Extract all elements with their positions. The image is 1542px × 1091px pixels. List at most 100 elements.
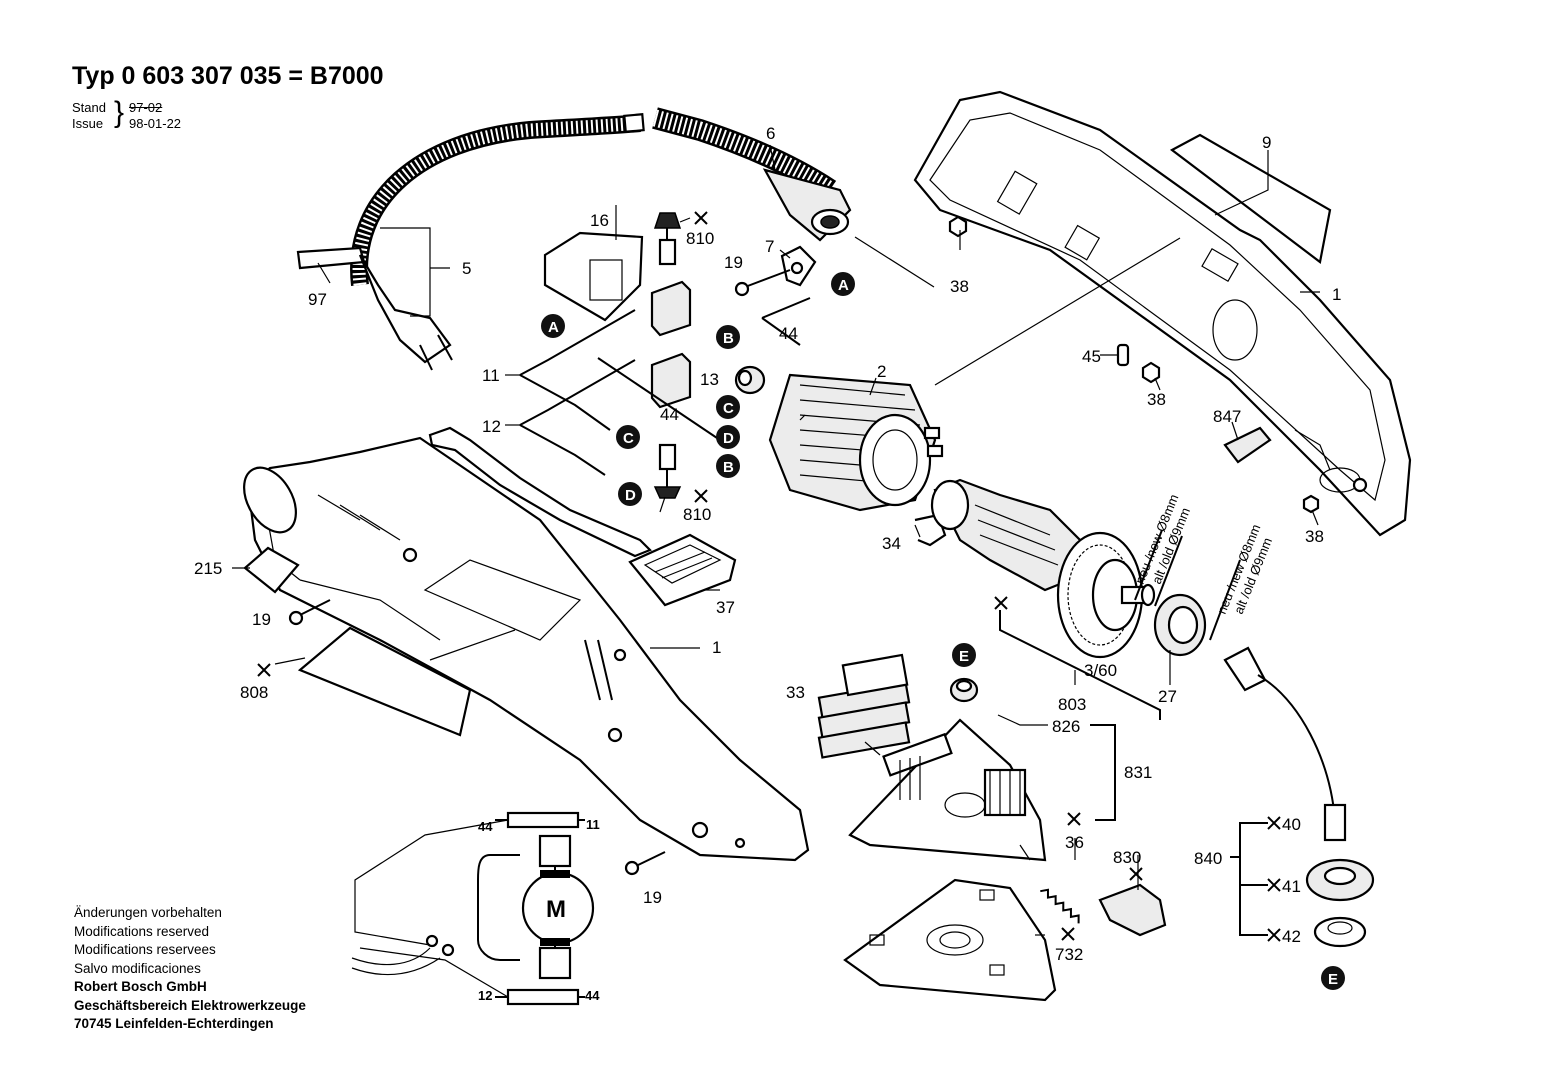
label-27: 27: [1158, 687, 1177, 706]
label-7: 7: [765, 237, 774, 256]
label-808: 808: [240, 683, 268, 702]
callout-c-2: C: [616, 425, 640, 449]
callout-e-1: E: [952, 643, 976, 667]
label-12: 12: [482, 417, 501, 436]
callout-circles: A A B B C C D D E E: [541, 272, 1345, 990]
label-19-a: 19: [724, 253, 743, 272]
label-44-a: 44: [779, 324, 798, 343]
stand-value: 97-02: [129, 100, 163, 115]
brush-holder-16: [543, 231, 644, 322]
label-41: 41: [1282, 877, 1301, 896]
wire-44-connectors: [597, 297, 811, 441]
issue-label: Issue: [72, 116, 104, 131]
label-42: 42: [1282, 927, 1301, 946]
label-38-a: 38: [950, 277, 969, 296]
callout-a-1: A: [831, 272, 855, 296]
issue-value: 98-01-22: [129, 116, 182, 131]
label-44-b: 44: [660, 405, 679, 424]
eccentric-shaft-40: [1223, 646, 1347, 842]
svg-text:E: E: [1328, 971, 1338, 988]
bracket-840: [1230, 822, 1268, 936]
motor-label: M: [546, 896, 566, 923]
callout-b-1: B: [716, 325, 740, 349]
company-name: Robert Bosch GmbH: [74, 979, 207, 994]
footer-line-4: Salvo modificaciones: [74, 960, 201, 976]
wiring-schematic: M 44 11 12 44: [351, 811, 600, 1006]
brush-box-44-top: [650, 280, 692, 337]
switch-rod-37: [428, 426, 737, 607]
company-division: Geschäftsbereich Elektrowerkzeuge: [74, 997, 306, 1013]
svg-text:E: E: [959, 648, 969, 665]
schematic-12: 12: [478, 988, 492, 1003]
callout-e-2: E: [1321, 966, 1345, 990]
svg-text:C: C: [723, 400, 734, 417]
sanding-pad-732: [843, 878, 1057, 1002]
schematic-44-bottom: 44: [585, 988, 600, 1003]
sanding-plate-36: [848, 718, 1047, 862]
x-marks: [257, 211, 1281, 942]
svg-text:A: A: [838, 277, 849, 294]
svg-text:A: A: [548, 319, 559, 336]
wire-12: [519, 359, 636, 476]
housing-half-upper: [913, 90, 1412, 537]
wire-11: [519, 309, 636, 431]
schematic-brush-bottom: [506, 988, 580, 1006]
callout-d-1: D: [716, 425, 740, 449]
footer-line-3: Modifications reservees: [74, 942, 216, 957]
label-37: 37: [716, 598, 735, 617]
label-16: 16: [590, 211, 609, 230]
label-732: 732: [1055, 945, 1083, 964]
label-826: 826: [1052, 717, 1080, 736]
label-810-b: 810: [683, 505, 711, 524]
label-847: 847: [1213, 407, 1241, 426]
footer-notes: Änderungen vorbehalten Modifications res…: [74, 904, 306, 1034]
label-3-60: 3/60: [1084, 661, 1117, 680]
label-34: 34: [882, 534, 901, 553]
label-38-c: 38: [1305, 527, 1324, 546]
label-808: [297, 626, 472, 737]
nut-38-b: [1141, 361, 1161, 384]
label-33: 33: [786, 683, 805, 702]
svg-text:D: D: [625, 487, 636, 504]
label-36: 36: [1065, 833, 1084, 852]
svg-text:D: D: [723, 430, 734, 447]
schematic-44-top: 44: [478, 819, 493, 834]
cable-clamp-7: [780, 245, 817, 287]
nut-38-c: [1302, 494, 1320, 514]
svg-text:B: B: [723, 330, 734, 347]
footer-line-2: Modifications reserved: [74, 923, 210, 939]
label-45: 45: [1082, 347, 1101, 366]
damper-33: [817, 653, 911, 759]
schematic-brush-top: [506, 811, 580, 829]
screw-19-lower-front: [288, 599, 331, 626]
callout-d-2: D: [618, 482, 642, 506]
label-38-b: 38: [1147, 390, 1166, 409]
label-215: 215: [194, 559, 222, 578]
bushing-e-top: [949, 677, 979, 703]
armature-803: [930, 478, 1156, 659]
plug: [358, 254, 453, 371]
nut-38-a: [948, 215, 968, 238]
label-13: 13: [700, 370, 719, 389]
label-840: 840: [1194, 849, 1222, 868]
housing-half-lower: [243, 436, 810, 862]
label-40: 40: [1282, 815, 1301, 834]
label-2: 2: [877, 362, 886, 381]
label-830: 830: [1113, 848, 1141, 867]
label-5: 5: [462, 259, 471, 278]
field-winding-2: [768, 373, 944, 512]
svg-text:B: B: [723, 459, 734, 476]
label-6: 6: [766, 124, 775, 143]
label-1-top: 1: [1332, 285, 1341, 304]
screw-19-lower-rear: [624, 851, 666, 876]
pin-45: [1116, 343, 1130, 367]
page-title: Typ 0 603 307 035 = B7000: [72, 62, 384, 90]
callout-a-2: A: [541, 314, 565, 338]
label-810-a: 810: [686, 229, 714, 248]
spacer-13: [734, 365, 766, 395]
brace-glyph: }: [114, 96, 125, 129]
leader-lines: [232, 144, 1320, 936]
stand-label: Stand: [72, 100, 106, 115]
bearing-41: [1305, 858, 1375, 902]
